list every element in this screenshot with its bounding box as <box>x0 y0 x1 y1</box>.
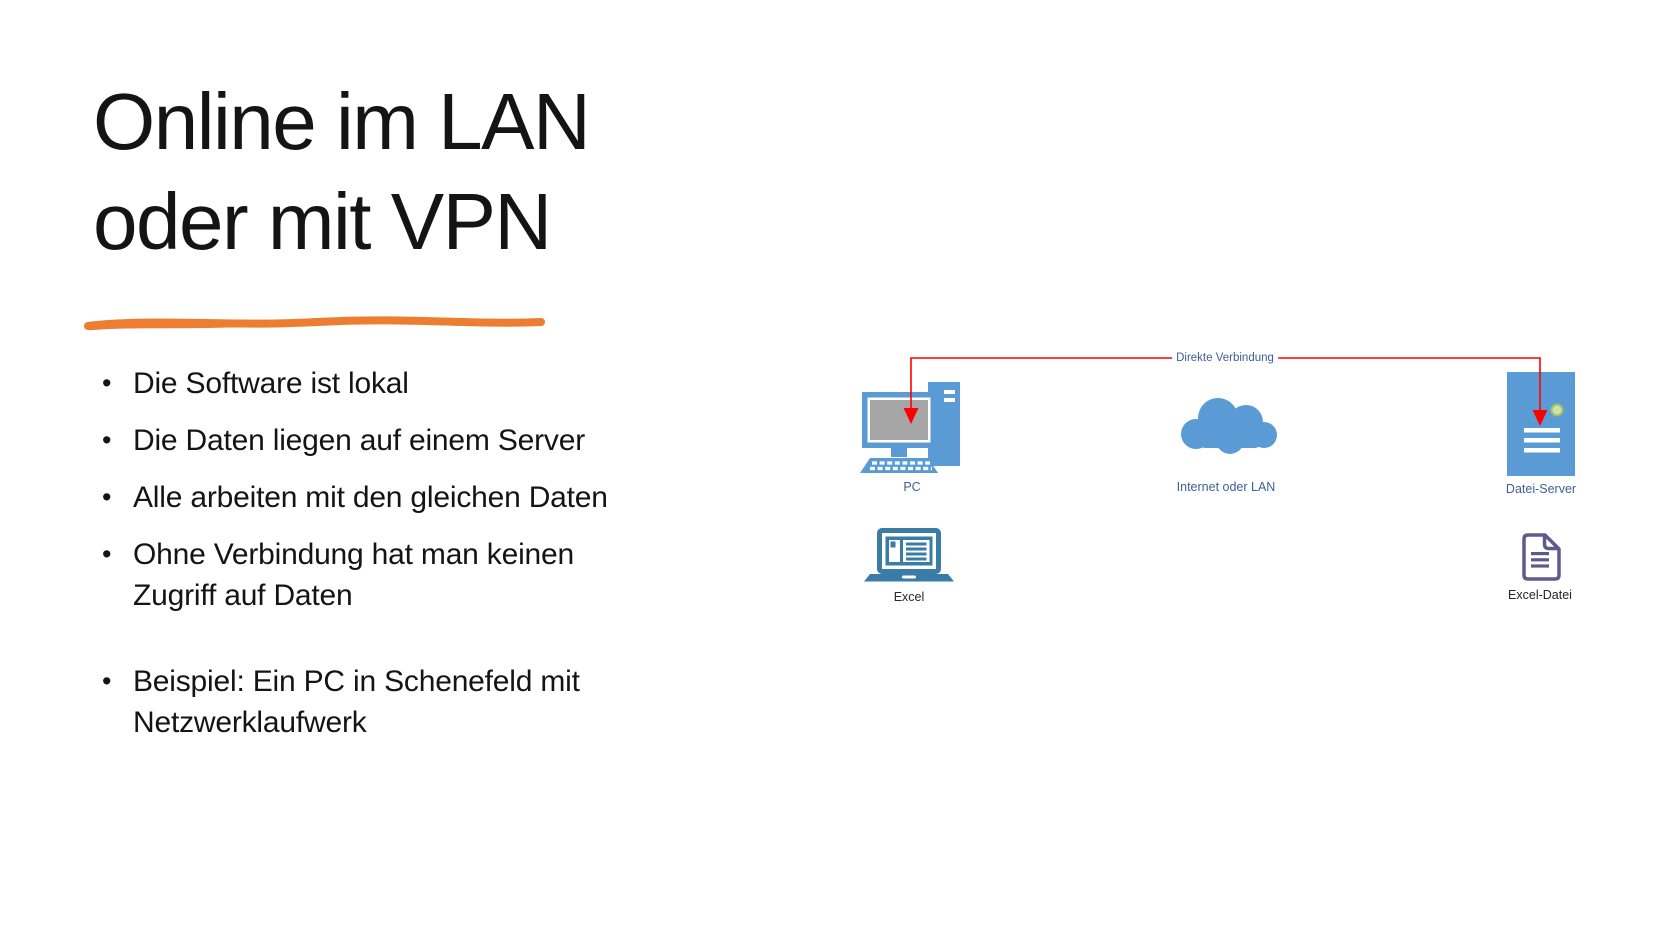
title-underline-scribble <box>84 316 545 331</box>
connection-label: Direkte Verbindung <box>1172 352 1278 364</box>
pc-icon <box>860 382 960 473</box>
bullet-item: • Beispiel: Ein PC in Schenefeld mit Net… <box>95 661 745 743</box>
slide-title: Online im LAN oder mit VPN <box>93 77 591 266</box>
bullet-marker: • <box>102 425 112 455</box>
node-internet: Internet oder LAN <box>1172 392 1280 494</box>
bullet-marker: • <box>102 368 112 398</box>
bullet-marker: • <box>102 666 112 696</box>
node-file-server: Datei-Server <box>1505 372 1577 496</box>
file-server-icon <box>1507 372 1575 476</box>
bullet-list: • Die Software ist lokal • Die Daten lie… <box>95 363 745 759</box>
bullet-item: • Alle arbeiten mit den gleichen Daten <box>95 477 745 518</box>
bullet-text: Die Software ist lokal <box>133 367 409 400</box>
excel-file-icon <box>1522 533 1561 581</box>
node-excel-file: Excel-Datei <box>1508 532 1572 602</box>
bullet-item: • Die Daten liegen auf einem Server <box>95 420 745 461</box>
bullet-item: • Ohne Verbindung hat man keinen Zugriff… <box>95 534 745 616</box>
excel-file-label: Excel-Datei <box>1508 588 1572 602</box>
network-diagram: PC Internet oder LAN Datei-Se <box>780 330 1680 620</box>
file-server-label: Datei-Server <box>1505 482 1577 496</box>
bullet-text: Alle arbeiten mit den gleichen Daten <box>133 481 608 514</box>
server-power-light <box>1550 403 1564 417</box>
bullet-text: Ohne Verbindung hat man keinen Zugriff a… <box>133 538 574 612</box>
bullet-item: • Die Software ist lokal <box>95 363 745 404</box>
bullet-marker: • <box>102 482 112 512</box>
bullet-text: Beispiel: Ein PC in Schenefeld mit Netzw… <box>133 665 580 739</box>
bullet-text: Die Daten liegen auf einem Server <box>133 424 585 457</box>
node-excel: Excel <box>864 528 954 604</box>
internet-cloud-icon <box>1181 398 1277 454</box>
internet-label: Internet oder LAN <box>1176 480 1276 494</box>
excel-label: Excel <box>893 590 925 604</box>
bullet-marker: • <box>102 539 112 569</box>
pc-label: PC <box>903 480 921 494</box>
node-pc: PC <box>858 378 966 494</box>
excel-laptop-icon <box>864 528 954 582</box>
